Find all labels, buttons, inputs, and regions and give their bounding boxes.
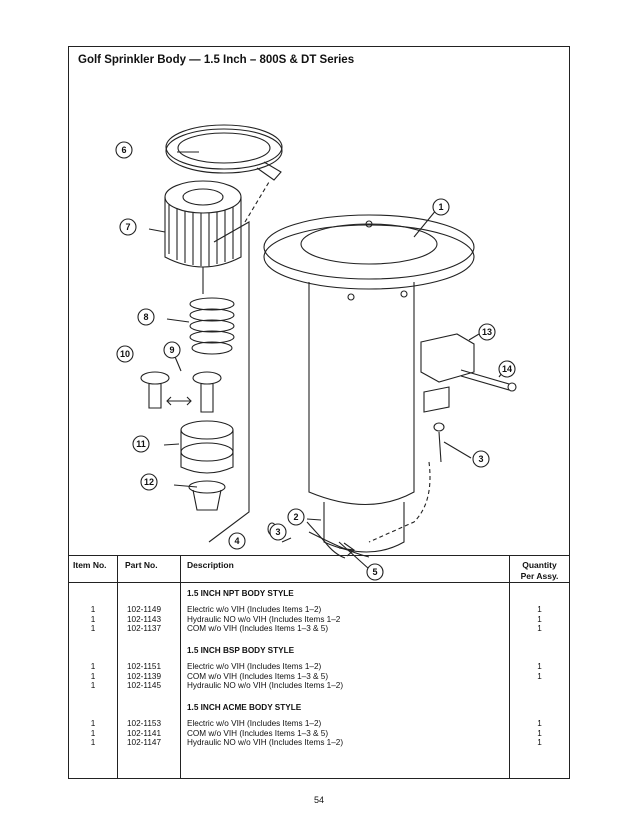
callout-number: 5 (372, 567, 377, 577)
callout-bubble: 7 (119, 218, 137, 236)
row-quantity: 1 (537, 728, 542, 738)
header-part-no: Part No. (125, 560, 158, 570)
retaining-ring-illustration (165, 124, 283, 181)
row-part-no: 102-1147 (127, 738, 161, 747)
row-description: COM w/o VIH (Includes Items 1–3 & 5) (187, 624, 329, 633)
sprinkler-body-illustration (208, 181, 517, 559)
callout-bubble: 12 (140, 473, 158, 491)
table-column-rule (509, 555, 510, 779)
page-title: Golf Sprinkler Body — 1.5 Inch – 800S & … (78, 54, 355, 66)
row-description: Hydraulic NO w/o VIH (Includes Items 1–2… (187, 738, 344, 747)
piston-illustrations (140, 371, 222, 413)
row-part-no: 102-1143 (127, 614, 161, 624)
callout-number: 12 (144, 477, 154, 487)
callout-number: 3 (275, 527, 280, 537)
callout-number: 13 (482, 327, 492, 337)
seat-illustration (188, 480, 226, 511)
callout-number: 10 (120, 349, 130, 359)
cap-illustration (164, 180, 242, 294)
row-part-no: 102-1149 (127, 605, 161, 614)
row-quantity: 1 (537, 624, 542, 633)
row-description: Electric w/o VIH (Includes Items 1–2) (187, 605, 322, 614)
row-description: COM w/o VIH (Includes Items 1–3 & 5) (187, 671, 329, 681)
row-description: Electric w/o VIH (Includes Items 1–2) (187, 719, 322, 728)
row-item-no: 1 (90, 738, 96, 747)
callout-number: 9 (169, 345, 174, 355)
row-description: COM w/o VIH (Includes Items 1–3 & 5) (187, 728, 329, 738)
row-quantity: 1 (537, 671, 542, 681)
row-item-no: 1 (90, 662, 96, 671)
callout-number: 1 (438, 202, 443, 212)
callout-bubble: 8 (137, 308, 155, 326)
row-quantity: 1 (537, 738, 542, 747)
callout-number: 4 (234, 536, 239, 546)
table-column-rule (180, 555, 181, 779)
row-item-no: 1 (90, 605, 96, 614)
header-quantity-line2: Per Assy. (520, 571, 559, 581)
row-part-no: 102-1151 (127, 662, 161, 671)
callout-bubble: 3 (269, 523, 287, 541)
row-part-no: 102-1141 (127, 728, 161, 738)
header-quantity: Quantity Per Assy. (510, 560, 569, 582)
header-item-no: Item No. (73, 560, 107, 570)
callout-number: 6 (121, 145, 126, 155)
row-quantity: 1 (537, 662, 542, 671)
header-description: Description (187, 560, 234, 570)
callout-bubble: 14 (498, 360, 516, 378)
row-quantity: 1 (537, 719, 542, 728)
callout-bubble: 2 (287, 508, 305, 526)
row-item-no: 1 (90, 671, 96, 681)
callout-number: 7 (125, 222, 130, 232)
header-quantity-line1: Quantity (522, 560, 557, 570)
callout-number: 2 (293, 512, 298, 522)
spring-illustration (189, 297, 235, 355)
row-description: Hydraulic NO w/o VIH (Includes Items 1–2… (187, 681, 344, 690)
callout-bubble: 4 (228, 532, 246, 550)
row-item-no: 1 (90, 719, 96, 728)
valve-housing-illustration (180, 420, 234, 474)
callout-bubble: 13 (478, 323, 496, 341)
table-top-rule (69, 555, 569, 556)
callout-number: 14 (502, 364, 512, 374)
row-part-no: 102-1139 (127, 671, 161, 681)
callout-bubble: 9 (163, 341, 181, 359)
row-part-no: 102-1145 (127, 681, 161, 690)
row-quantity: 1 (537, 614, 542, 624)
section-heading: 1.5 INCH ACME BODY STYLE (187, 703, 302, 712)
row-part-no: 102-1137 (127, 624, 161, 633)
row-part-no: 102-1153 (127, 719, 161, 728)
callout-bubble: 10 (116, 345, 134, 363)
callout-leaders (148, 151, 503, 570)
callout-number: 11 (136, 439, 146, 449)
parts-sheet: Golf Sprinkler Body — 1.5 Inch – 800S & … (68, 46, 570, 779)
row-description: Electric w/o VIH (Includes Items 1–2) (187, 662, 322, 671)
callout-bubble: 6 (115, 141, 133, 159)
callout-number: 3 (478, 454, 483, 464)
callout-bubble: 1 (432, 198, 450, 216)
row-description: Hydraulic NO w/o VIH (Includes Items 1–2 (187, 614, 341, 624)
row-item-no: 1 (90, 624, 96, 633)
row-item-no: 1 (90, 728, 96, 738)
section-heading: 1.5 INCH BSP BODY STYLE (187, 646, 295, 655)
callout-bubble: 5 (366, 563, 384, 581)
callout-bubble: 3 (472, 450, 490, 468)
table-column-rule (117, 555, 118, 779)
section-heading: 1.5 INCH NPT BODY STYLE (187, 589, 294, 598)
page-number: 54 (313, 795, 324, 805)
row-item-no: 1 (90, 614, 96, 624)
row-quantity: 1 (537, 605, 542, 614)
row-item-no: 1 (90, 681, 96, 690)
callout-bubble: 11 (132, 435, 150, 453)
table-header-rule (69, 582, 569, 583)
callout-number: 8 (143, 312, 148, 322)
